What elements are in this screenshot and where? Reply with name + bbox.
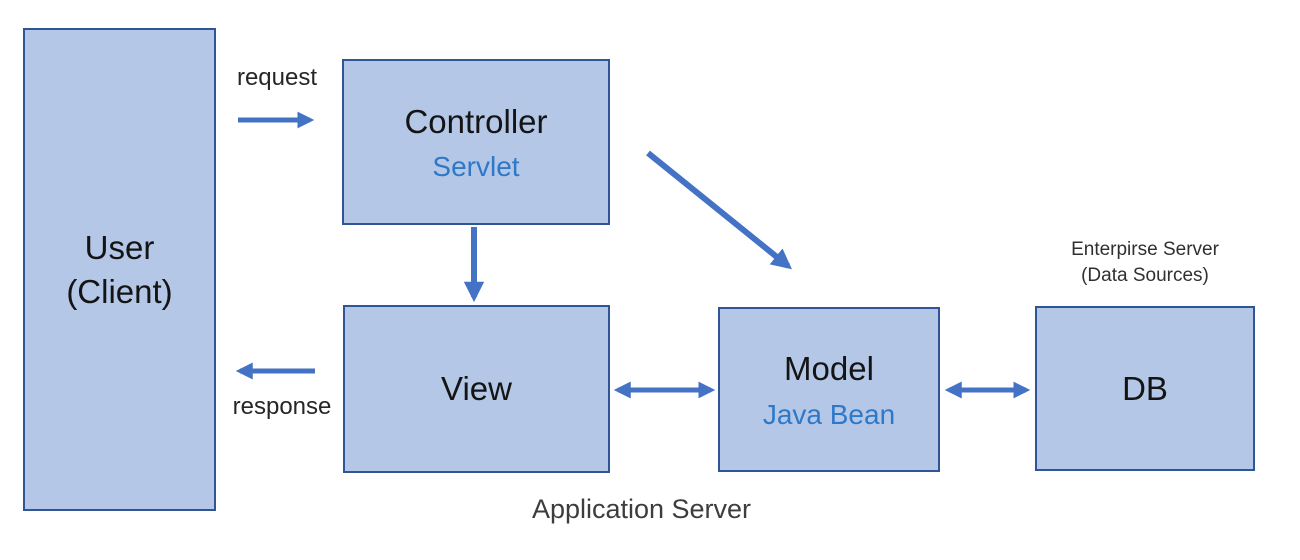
- controller-to-model-arrow: [646, 150, 792, 270]
- user-client-box: User (Client): [23, 28, 216, 511]
- db-box-label: DB: [1122, 369, 1168, 407]
- enterprise-server-label-line1: Enterpirse Server: [1071, 239, 1219, 260]
- controller-box-label: Controller: [404, 102, 548, 140]
- application-server-label: Application Server: [531, 494, 752, 524]
- user-box-label-line1: User: [84, 228, 155, 266]
- view-box-label: View: [441, 370, 512, 408]
- enterprise-server-label: Enterpirse Server (Data Sources): [1025, 237, 1265, 289]
- db-box: DB: [1035, 306, 1255, 471]
- response-label: response: [232, 393, 332, 420]
- user-box-label-line2: (Client): [66, 272, 173, 310]
- controller-box: Controller Servlet: [342, 59, 610, 225]
- model-box: Model Java Bean: [718, 307, 940, 472]
- view-box: View: [343, 305, 610, 473]
- enterprise-server-label-line2: (Data Sources): [1081, 265, 1209, 287]
- request-label: request: [236, 64, 318, 91]
- model-box-label: Model: [784, 350, 874, 388]
- model-box-sublabel: Java Bean: [762, 398, 896, 430]
- controller-box-sublabel: Servlet: [432, 151, 520, 183]
